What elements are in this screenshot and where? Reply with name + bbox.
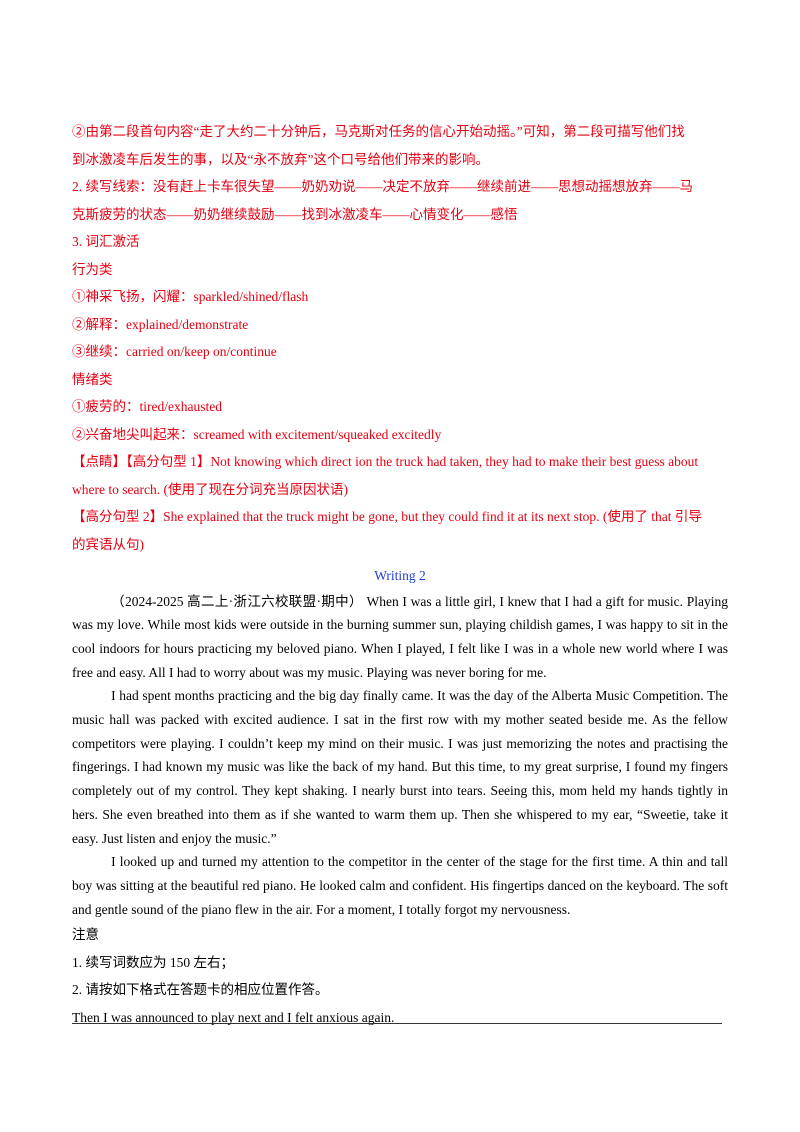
analysis-point-2: ②由第二段首句内容“走了大约二十分钟后，马克斯对任务的信心开始动摇。”可知，第二… [72,124,685,139]
continuation-clues: 2. 续写线索：没有赶上卡车很失望——奶奶劝说——决定不放弃——继续前进——思想… [72,179,693,194]
writing-title: Writing 2 [374,568,426,583]
emotion-item: ①疲劳的：tired/exhausted [72,399,222,414]
action-item: ③继续：carried on/keep on/continue [72,344,277,359]
emotion-item: ②兴奋地尖叫起来：screamed with excitement/squeak… [72,426,442,442]
notice-title: 注意 [72,927,99,943]
action-category-title: 行为类 [72,261,113,277]
document-body: ②由第二段首句内容“走了大约二十分钟后，马克斯对任务的信心开始动摇。”可知，第二… [72,118,728,1031]
action-item: ①神采飞扬，闪耀：sparkled/shined/flash [72,289,309,304]
sentence-pattern-2: 【高分句型 2】She explained that the truck mig… [72,509,702,524]
sentence-pattern-2-cont: 的宾语从句) [72,536,144,552]
emotion-category-title: 情绪类 [72,371,113,387]
notice-item: 1. 续写词数应为 150 左右； [72,954,234,970]
sentence-pattern-1-cont: where to search. (使用了现在分词充当原因状语) [72,481,348,497]
story-paragraph: I had spent months practicing and the bi… [72,688,728,846]
answer-line [72,1023,722,1024]
continuation-clues-cont: 克斯疲劳的状态——奶奶继续鼓励——找到冰激凌车——心情变化——感悟 [72,206,518,222]
notice-item: 2. 请按如下格式在答题卡的相应位置作答。 [72,982,329,998]
vocab-title: 3. 词汇激活 [72,234,140,249]
analysis-point-2-cont: 到冰激凌车后发生的事，以及“永不放弃”这个口号给他们带来的影响。 [72,151,489,167]
continuation-prompt: Then I was announced to play next and I … [72,1009,395,1025]
sentence-pattern-1: 【点睛】【高分句型 1】Not knowing which direct ion… [72,454,699,469]
action-item: ②解释：explained/demonstrate [72,316,249,332]
story-paragraph: （2024-2025 高二上·浙江六校联盟·期中） When I was a l… [72,593,728,680]
story-paragraph: I looked up and turned my attention to t… [72,854,728,917]
